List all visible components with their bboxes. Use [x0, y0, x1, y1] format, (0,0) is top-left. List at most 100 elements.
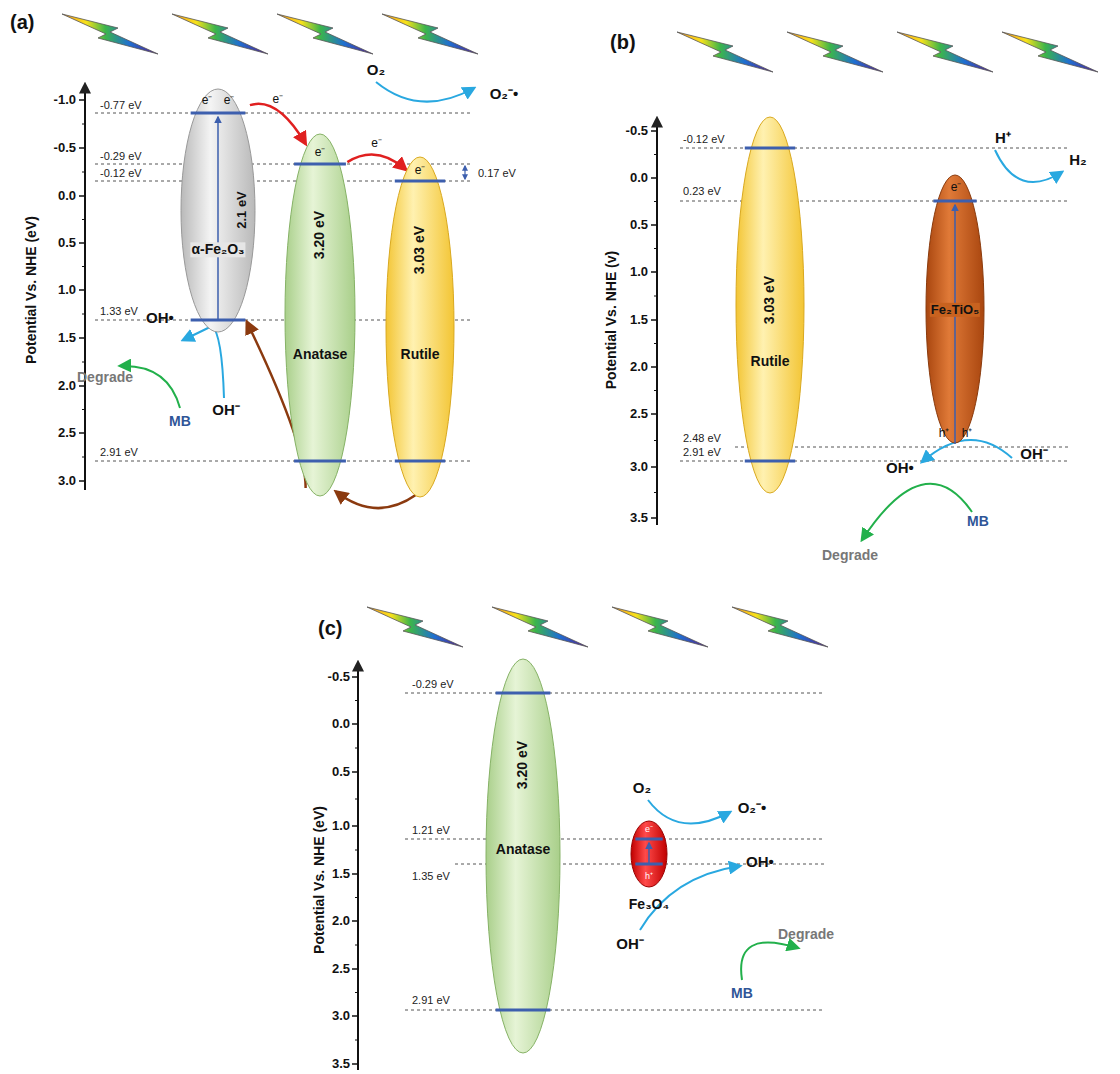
species-label: O₂⁻•	[490, 86, 519, 103]
light-bolts	[62, 14, 1098, 647]
tick-label: 3.0	[58, 474, 76, 488]
charge-transfer-arrow	[336, 492, 417, 509]
material-name: Fe₂TiO₅	[930, 303, 980, 317]
level-value: -0.77 eV	[100, 99, 142, 111]
species-label: H₂	[1069, 152, 1087, 169]
carrier-label: h⁺	[939, 427, 950, 440]
band-gap-value: 3.20 eV	[515, 741, 530, 789]
carrier-label: e⁻	[645, 825, 653, 835]
tick-label: -0.5	[328, 670, 350, 684]
ellipse-shape	[385, 156, 455, 498]
species-label: OH⁻	[212, 402, 240, 419]
reaction-arrows	[120, 82, 1062, 980]
band-ellipse: 2.1 eV α-Fe₂O₃	[180, 88, 256, 333]
band-ellipse: Fe₂TiO₅	[925, 174, 985, 444]
carrier-label: h⁺	[645, 872, 653, 882]
tick-label: 0.5	[332, 765, 350, 779]
degrade-label: Degrade	[778, 927, 834, 942]
material-name: α-Fe₂O₃	[190, 242, 245, 257]
axis-title: Potential Vs. NHE (v)	[604, 251, 619, 389]
species-label: OH•	[146, 310, 174, 327]
tick-label: 1.5	[332, 867, 350, 881]
level-lines	[95, 113, 1070, 1010]
dye-label: MB	[731, 986, 753, 1001]
tick-label: 0.5	[58, 236, 76, 250]
tick-label: 3.5	[630, 511, 648, 525]
tick-label: 0.0	[332, 717, 350, 731]
tick-label: 0.0	[630, 171, 648, 185]
electron-label: e⁻	[371, 137, 382, 150]
carrier-label: e⁻	[224, 94, 235, 107]
dye-label: MB	[169, 414, 191, 429]
level-value: -0.29 eV	[100, 150, 142, 162]
species-label: OH⁻	[1020, 446, 1048, 463]
tick-label: 3.5	[332, 1057, 350, 1071]
tick-label: 2.0	[630, 360, 648, 374]
material-name: Rutile	[401, 347, 440, 362]
band-ellipse: 3.20 eV Anatase	[284, 133, 356, 497]
charge-transfer-arrow	[347, 155, 406, 170]
tick-label: 3.0	[332, 1009, 350, 1023]
tick-label: 1.0	[332, 819, 350, 833]
band-ellipse: 3.20 eV Anatase	[485, 658, 561, 1054]
level-value: 2.48 eV	[683, 432, 721, 444]
level-value: -0.12 eV	[100, 167, 142, 179]
tick-label: 2.5	[58, 426, 76, 440]
level-value: 1.35 eV	[412, 870, 450, 882]
carrier-label: e⁻	[951, 181, 962, 194]
tick-label: -0.5	[626, 124, 648, 138]
axis-title: Potential Vs. NHE (eV)	[312, 806, 327, 954]
dye-label: MB	[967, 514, 989, 529]
level-value: -0.12 eV	[683, 133, 725, 145]
species-label: O₂	[633, 780, 651, 797]
level-value: 1.21 eV	[412, 824, 450, 836]
species-label: OH•	[746, 854, 774, 871]
level-value: -0.29 eV	[412, 678, 454, 690]
degrade-label: Degrade	[77, 370, 133, 385]
species-label: H⁺	[995, 130, 1011, 147]
panel-letter: (b)	[610, 31, 636, 53]
band-ellipse: 3.03 eV Rutile	[385, 156, 455, 498]
species-label: O₂	[367, 62, 385, 79]
panel-letter: (a)	[10, 11, 34, 33]
material-name: Anatase	[496, 842, 550, 857]
species-label: OH⁻	[616, 936, 644, 953]
species-label: O₂⁻•	[738, 800, 767, 817]
tick-label: 2.5	[332, 962, 350, 976]
species-label: OH•	[886, 460, 914, 477]
tick-label: 2.5	[630, 407, 648, 421]
panel-letter: (c)	[318, 617, 342, 639]
level-value: 2.91 eV	[412, 994, 450, 1006]
tick-label: 3.0	[630, 460, 648, 474]
carrier-label: e⁻	[315, 146, 326, 159]
level-value: 0.23 eV	[683, 185, 721, 197]
axes	[79, 84, 657, 1070]
band-ellipse: 3.03 eVRutile	[735, 116, 805, 494]
band-gap-value: 3.03 eV	[762, 276, 777, 324]
tick-label: 1.5	[630, 313, 648, 327]
carrier-label: h⁺	[962, 427, 973, 440]
electron-label: e⁻	[272, 93, 283, 106]
charge-transfer-arrow	[250, 104, 306, 144]
band-gap-value: 3.20 eV	[312, 211, 327, 259]
tick-label: 1.5	[58, 331, 76, 345]
band-gap-value: 3.03 eV	[412, 226, 427, 274]
material-name: Fe₃O₄	[629, 897, 669, 912]
tick-label: 0.0	[58, 189, 76, 203]
level-value: 2.91 eV	[100, 446, 138, 458]
tick-label: 1.0	[58, 283, 76, 297]
level-value: 0.17 eV	[478, 167, 516, 179]
carrier-label: e⁻	[415, 164, 426, 177]
axis-title: Potential Vs. NHE (eV)	[24, 216, 39, 364]
level-value: 1.33 eV	[100, 305, 138, 317]
material-name: Anatase	[293, 347, 347, 362]
tick-label: -0.5	[54, 141, 76, 155]
ellipse-shape	[284, 133, 356, 497]
tick-label: 2.0	[58, 379, 76, 393]
band-ellipse: Fe₃O₄	[630, 820, 668, 915]
band-gap-value: 2.1 eV	[235, 191, 249, 229]
tick-label: -1.0	[54, 93, 76, 107]
tick-label: 0.5	[630, 218, 648, 232]
